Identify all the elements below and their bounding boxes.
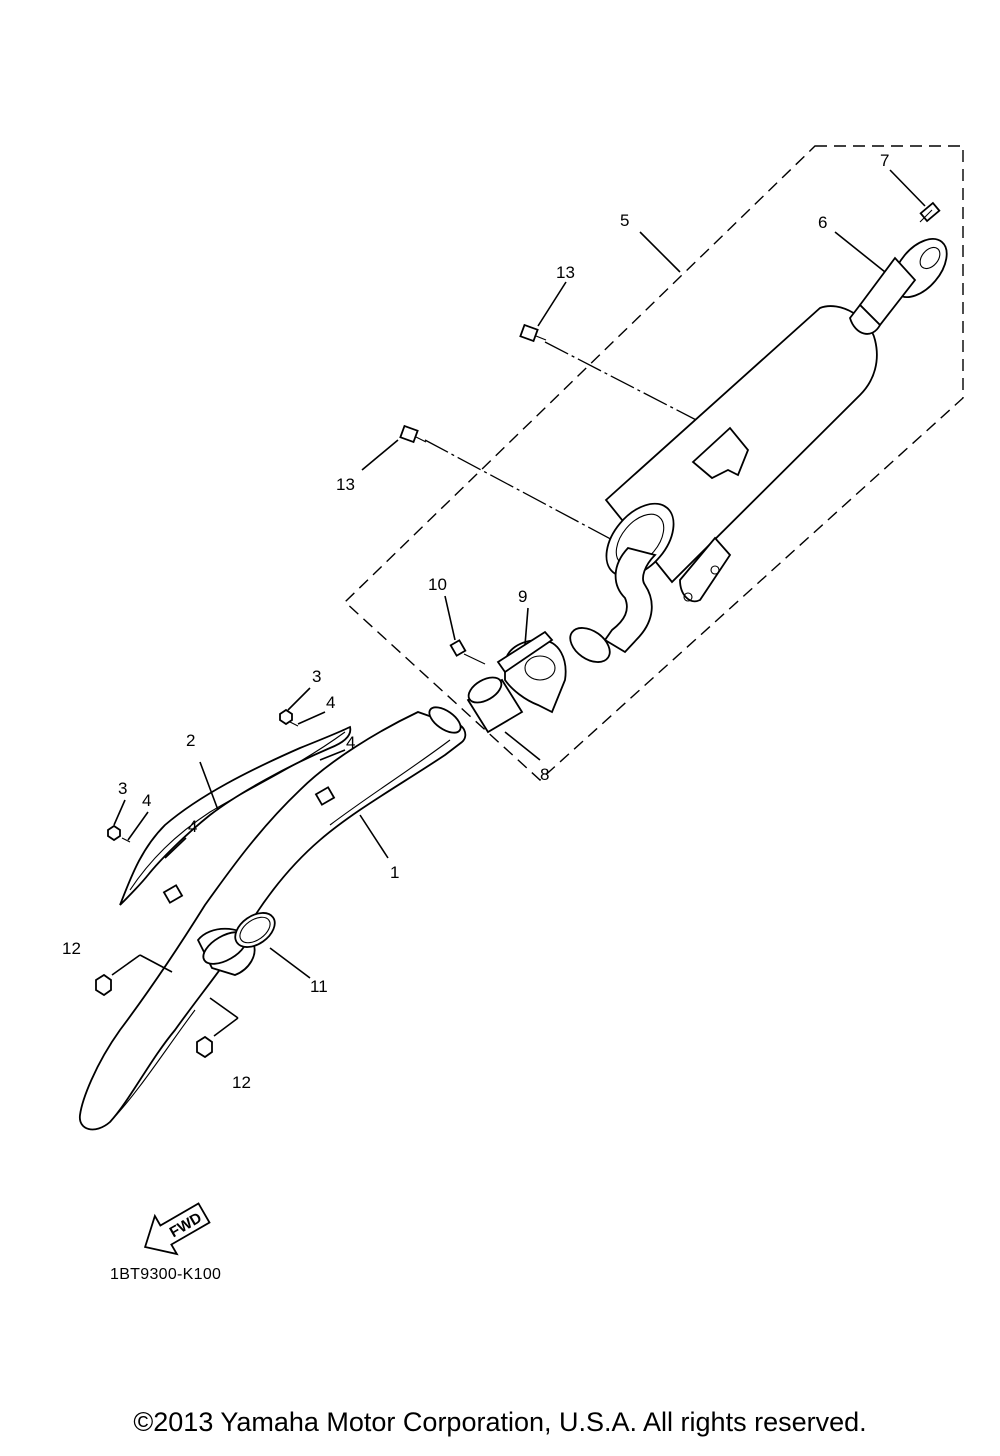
callout-10: 10 (428, 575, 447, 594)
callout-5: 5 (620, 211, 629, 230)
fwd-arrow-icon: FWD (143, 1202, 211, 1256)
callout-13b: 13 (336, 475, 355, 494)
nut-12-right (196, 1035, 213, 1059)
callout-6: 6 (818, 213, 827, 232)
copyright-notice: ©2013 Yamaha Motor Corporation, U.S.A. A… (133, 1407, 867, 1437)
callout-4b: 4 (346, 733, 355, 752)
bolt-3-upper (279, 708, 293, 726)
bolt-3-lower (107, 824, 121, 842)
alignment-line-lower (424, 439, 636, 553)
callout-13a: 13 (556, 263, 575, 282)
gasket-sleeve (466, 676, 524, 734)
tail-pipe (849, 238, 948, 335)
muffler-assembly-boundary (343, 145, 964, 781)
callout-4a: 4 (326, 693, 335, 712)
bolt-7 (919, 201, 941, 223)
callout-12b: 12 (232, 1073, 251, 1092)
bolt-13-upper (519, 323, 547, 343)
clamp (496, 630, 567, 714)
muffler (603, 305, 878, 654)
inlet-coupler (569, 627, 611, 663)
callout-3a: 3 (312, 667, 321, 686)
callout-9: 9 (518, 587, 527, 606)
clip-4 (121, 721, 299, 843)
callout-11: 11 (310, 977, 328, 996)
callout-2: 2 (186, 731, 195, 750)
callouts: 1 2 3 3 4 4 4 4 5 6 7 8 9 10 11 12 12 13… (62, 151, 889, 1092)
bolt-13-lower (399, 424, 427, 444)
callout-3b: 3 (118, 779, 127, 798)
callout-12a: 12 (62, 939, 81, 958)
heat-protector (119, 725, 352, 906)
callout-1: 1 (390, 863, 399, 882)
nut-12-left (95, 973, 112, 997)
callout-4c: 4 (142, 791, 151, 810)
callout-7: 7 (880, 151, 889, 170)
callout-4d: 4 (188, 817, 197, 836)
leader-lines (111, 169, 926, 1037)
bolt-10 (449, 639, 486, 665)
exhaust-gasket (234, 912, 276, 948)
diagram-code: 1BT9300-K100 (110, 1266, 222, 1283)
callout-8: 8 (540, 765, 549, 784)
